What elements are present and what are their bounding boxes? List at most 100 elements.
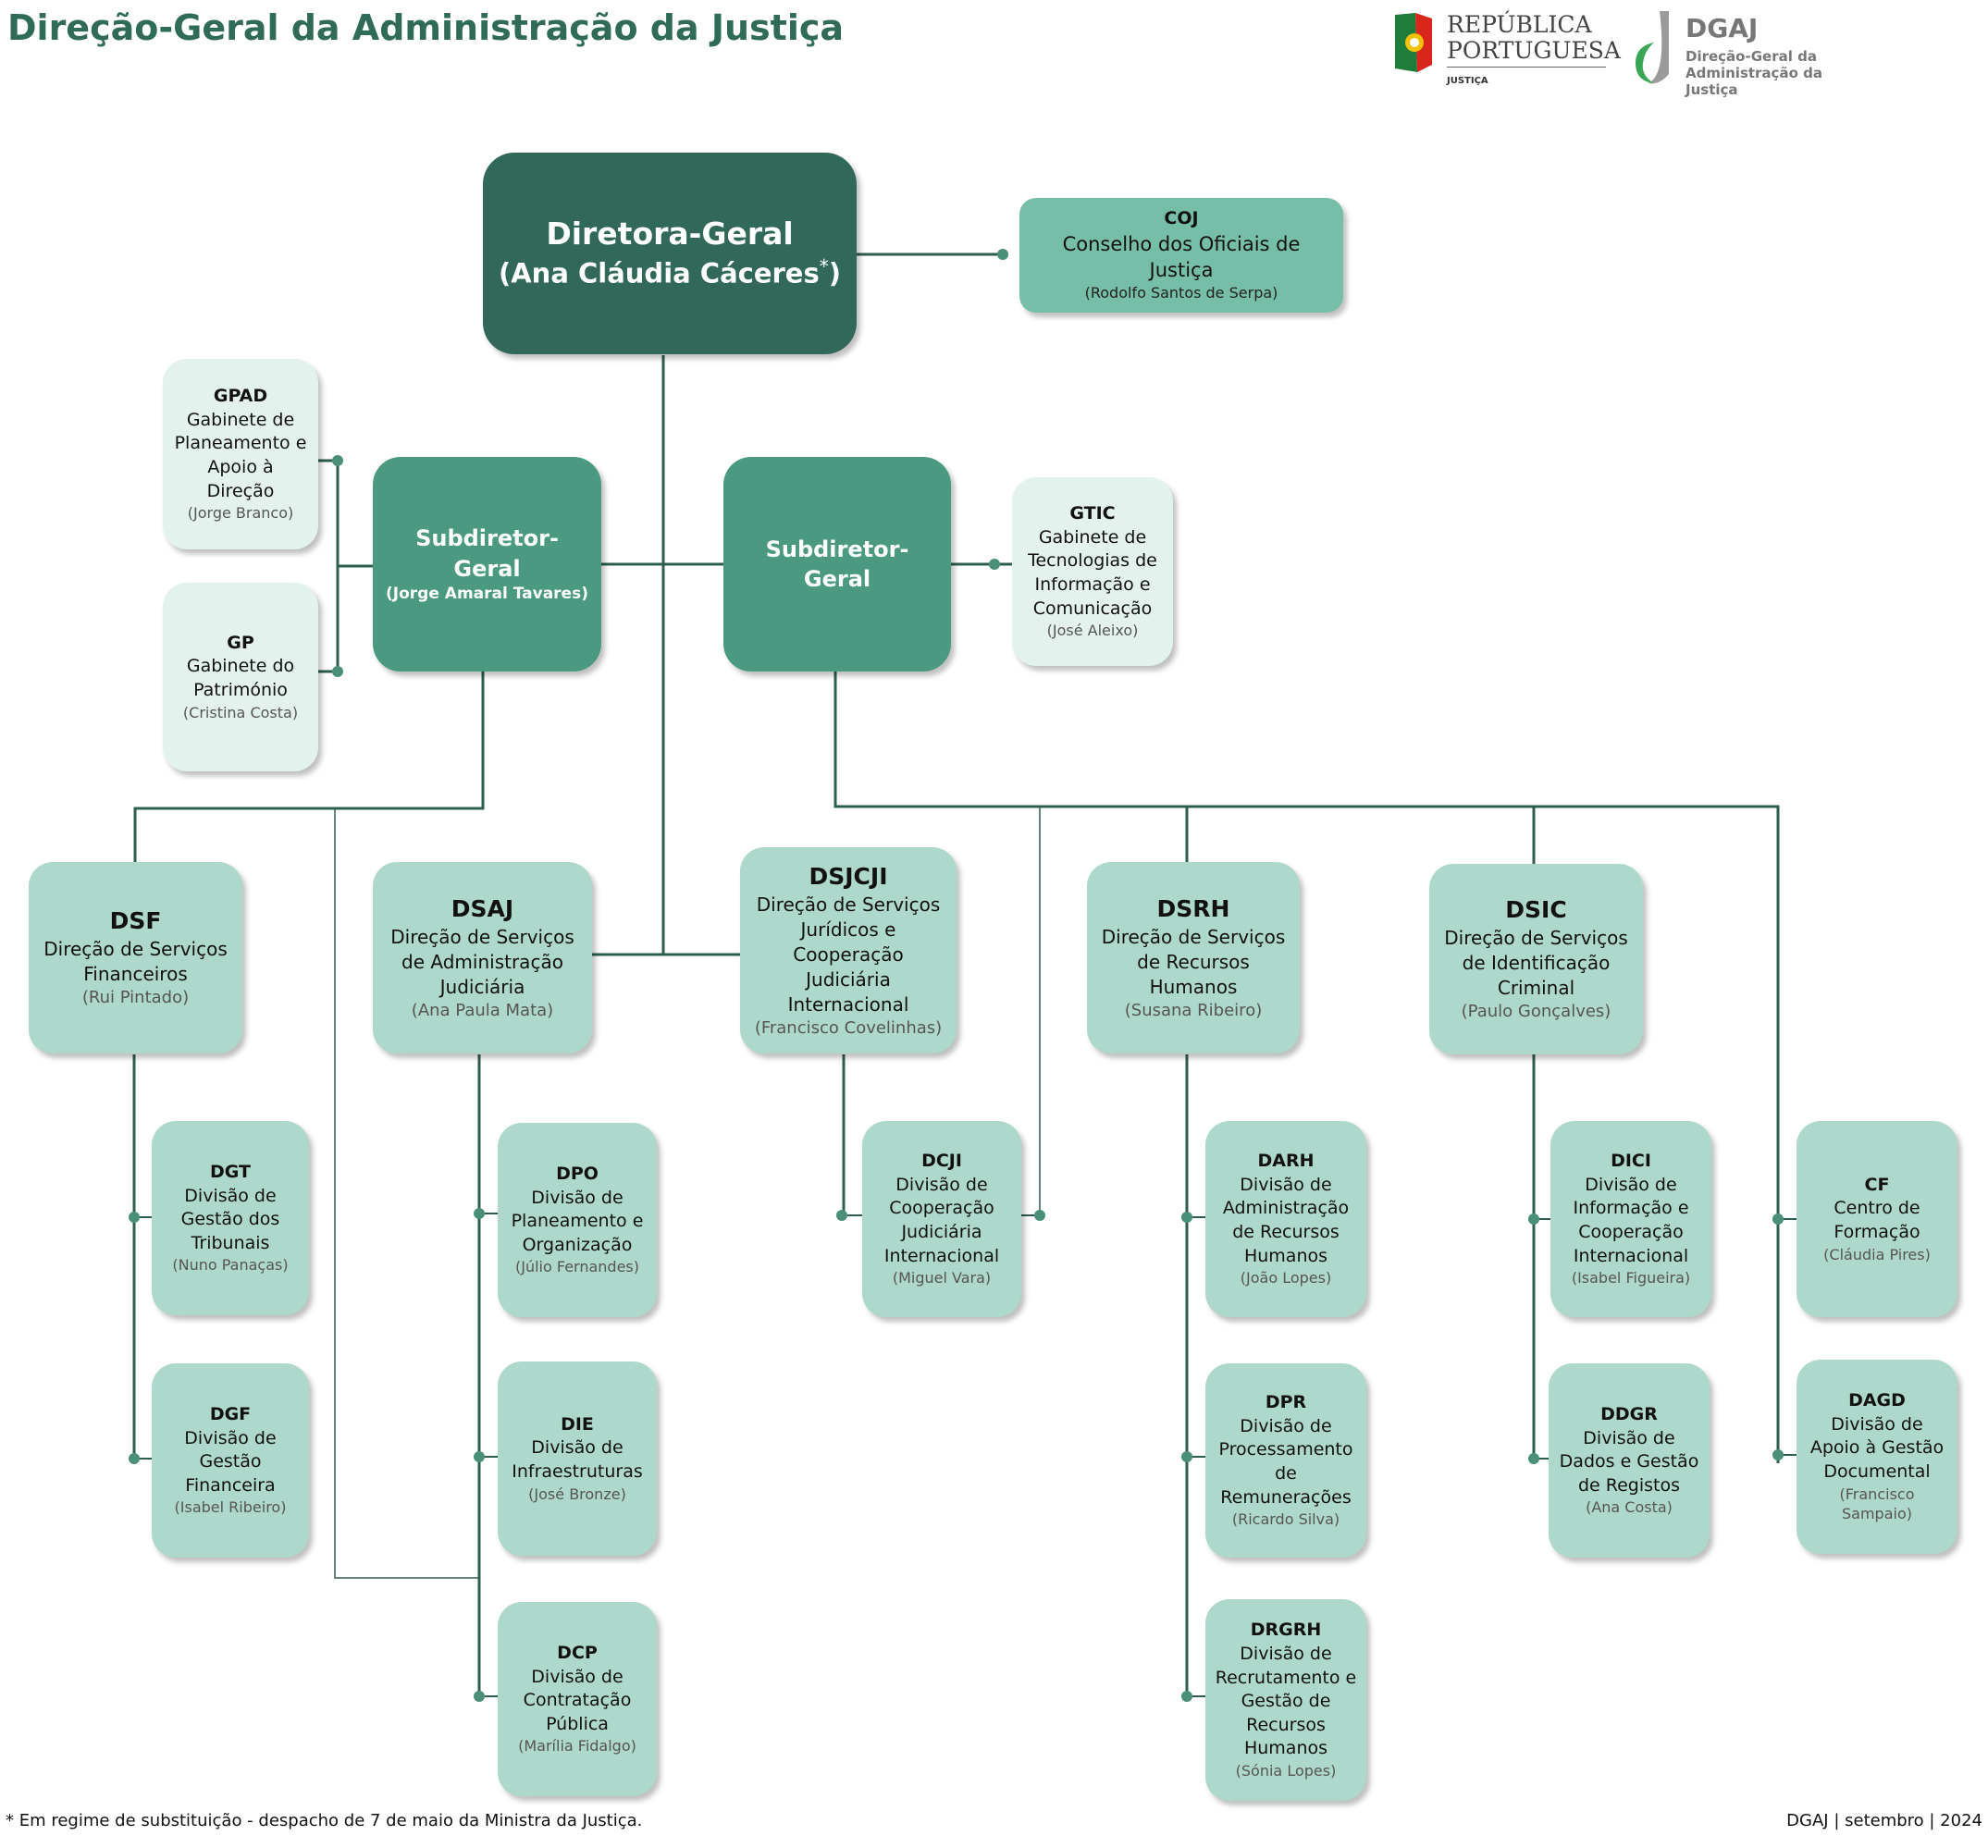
dsrh-person: (Susana Ribeiro)	[1124, 1000, 1263, 1020]
republica-line1: REPÚBLICA	[1447, 11, 1592, 38]
footer-note: * Em regime de substituição - despacho d…	[6, 1811, 643, 1830]
connector-sd1-dcp	[334, 808, 479, 1579]
subdirector-1-title: Subdiretor-Geral	[415, 525, 559, 582]
director-general-asterisk: *	[819, 255, 829, 278]
dgaj-line2: Administração da Justiça	[1685, 65, 1822, 98]
dot-dpo	[474, 1208, 485, 1219]
dsaj-person: (Ana Paula Mata)	[411, 1000, 554, 1020]
dsjcji-box: DSJCJI Direção de Serviços Jurídicos e C…	[740, 847, 957, 1053]
dpo-person: (Júlio Fernandes)	[515, 1258, 639, 1276]
dot-drgrh	[1181, 1691, 1192, 1702]
gpad-name: Gabinete de Planeamento e Apoio à Direçã…	[174, 409, 307, 501]
dpo-name: Divisão de Planeamento e Organização	[511, 1187, 644, 1255]
thin-connector-lines	[334, 807, 1041, 1579]
dgf-box: DGF Divisão de Gestão Financeira (Isabel…	[152, 1363, 309, 1558]
cf-abbr: CF	[1864, 1174, 1890, 1195]
dsjcji-name: Direção de Serviços Jurídicos e Cooperaç…	[756, 893, 941, 1016]
republica-line2: PORTUGUESA	[1447, 37, 1621, 64]
drgrh-name: Divisão de Recrutamento e Gestão de Recu…	[1215, 1643, 1357, 1759]
dsic-box: DSIC Direção de Serviços de Identificaçã…	[1429, 864, 1643, 1054]
director-general-person-close: )	[828, 257, 842, 290]
ddgr-person: (Ana Costa)	[1586, 1498, 1673, 1517]
director-general-title: Diretora-Geral	[546, 216, 794, 253]
dcji-person: (Miguel Vara)	[892, 1269, 992, 1287]
republica-divider	[1447, 67, 1606, 68]
dot-dgf	[129, 1453, 140, 1464]
drgrh-box: DRGRH Divisão de Recrutamento e Gestão d…	[1205, 1599, 1366, 1801]
dgf-name: Divisão de Gestão Financeira	[184, 1427, 277, 1496]
ddgr-abbr: DDGR	[1600, 1403, 1658, 1424]
subdirector-1-person: (Jorge Amaral Tavares)	[386, 584, 588, 603]
dgaj-emblem-icon	[1636, 11, 1669, 84]
dgaj-abbr: DGAJ	[1685, 13, 1759, 43]
gtic-name: Gabinete de Tecnologias de Informação e …	[1028, 526, 1157, 619]
dici-person: (Isabel Figueira)	[1571, 1269, 1691, 1287]
die-box: DIE Divisão de Infraestruturas (José Bro…	[498, 1361, 657, 1556]
director-general-person-name: (Ana Cláudia Cáceres	[498, 257, 820, 290]
dot-dcji-right	[1034, 1210, 1045, 1221]
dcp-name: Divisão de Contratação Pública	[523, 1666, 632, 1734]
dot-gtic	[989, 559, 1000, 570]
dgt-abbr: DGT	[210, 1161, 251, 1182]
gp-name: Gabinete do Património	[186, 656, 295, 701]
dici-name: Divisão de Informação e Cooperação Inter…	[1573, 1174, 1689, 1266]
coj-abbr: COJ	[1164, 208, 1199, 229]
dsrh-box: DSRH Direção de Serviços de Recursos Hum…	[1087, 862, 1300, 1053]
darh-box: DARH Divisão de Administração de Recurso…	[1205, 1121, 1366, 1317]
subdirector-2-box: Subdiretor-Geral	[723, 457, 951, 671]
gp-abbr: GP	[227, 632, 254, 653]
dagd-abbr: DAGD	[1848, 1390, 1906, 1411]
gp-person: (Cristina Costa)	[182, 703, 299, 721]
cf-person: (Cláudia Pires)	[1823, 1245, 1931, 1263]
dsf-box: DSF Direção de Serviços Financeiros (Rui…	[29, 862, 242, 1053]
republica-portuguesa-logo: REPÚBLICA PORTUGUESA JUSTIÇA	[1389, 9, 1621, 92]
connector-sd2-dsic	[833, 671, 1780, 1463]
darh-person: (João Lopes)	[1240, 1269, 1332, 1287]
dot-dcp	[474, 1691, 485, 1702]
dcp-box: DCP Divisão de Contratação Pública (Marí…	[498, 1602, 657, 1796]
ddgr-name: Divisão de Dados e Gestão de Registos	[1559, 1427, 1699, 1496]
gpad-abbr: GPAD	[213, 386, 268, 407]
director-general-person: (Ana Cláudia Cáceres*)	[499, 254, 841, 291]
dpo-box: DPO Divisão de Planeamento e Organização…	[498, 1123, 657, 1317]
dpr-name: Divisão de Processamento de Remunerações	[1218, 1415, 1353, 1508]
dagd-name: Divisão de Apoio à Gestão Documental	[1809, 1413, 1945, 1483]
dot-dpr	[1181, 1451, 1192, 1462]
dot-gpad	[332, 455, 343, 466]
dgaj-logo: DGAJ Direção-Geral da Administração da J…	[1632, 9, 1872, 98]
dot-darh	[1181, 1212, 1192, 1223]
dici-box: DICI Divisão de Informação e Cooperação …	[1550, 1121, 1711, 1317]
dsf-name: Direção de Serviços Financeiros	[43, 938, 228, 986]
director-general-box: Diretora-Geral (Ana Cláudia Cáceres*)	[483, 153, 857, 354]
dgt-box: DGT Divisão de Gestão dos Tribunais (Nun…	[152, 1121, 309, 1315]
connector-dots	[129, 249, 1784, 1702]
subdirector-1-box: Subdiretor-Geral (Jorge Amaral Tavares)	[373, 457, 601, 671]
gtic-abbr: GTIC	[1069, 503, 1116, 524]
dsic-person: (Paulo Gonçalves)	[1461, 1002, 1611, 1022]
dsic-name: Direção de Serviços de Identificação Cri…	[1444, 927, 1628, 1000]
coj-person: (Rodolfo Santos de Serpa)	[1084, 284, 1278, 302]
dsjcji-abbr: DSJCJI	[809, 862, 888, 890]
dot-dagd	[1772, 1449, 1784, 1460]
dot-dici	[1528, 1214, 1539, 1225]
gp-box: GP Gabinete do Património (Cristina Cost…	[163, 583, 318, 771]
dsjcji-person: (Francisco Covelinhas)	[754, 1017, 943, 1038]
dsaj-abbr: DSAJ	[451, 894, 514, 922]
dot-cf	[1772, 1214, 1784, 1225]
connector-lines	[132, 253, 1780, 1696]
dcp-abbr: DCP	[557, 1642, 598, 1663]
dpr-box: DPR Divisão de Processamento de Remunera…	[1205, 1363, 1366, 1558]
page-title: Direção-Geral da Administração da Justiç…	[7, 7, 845, 48]
gpad-box: GPAD Gabinete de Planeamento e Apoio à D…	[163, 359, 318, 549]
dsf-person: (Rui Pintado)	[81, 988, 190, 1008]
dot-dcji-left	[836, 1210, 847, 1221]
gpad-person: (Jorge Branco)	[187, 504, 294, 523]
die-person: (José Bronze)	[528, 1485, 626, 1503]
gtic-box: GTIC Gabinete de Tecnologias de Informaç…	[1012, 477, 1173, 666]
coj-name: Conselho dos Oficiais de Justiça	[1062, 232, 1301, 282]
darh-abbr: DARH	[1257, 1151, 1315, 1172]
dsic-abbr: DSIC	[1505, 896, 1567, 924]
coj-box: COJ Conselho dos Oficiais de Justiça (Ro…	[1019, 198, 1343, 313]
dcji-abbr: DCJI	[921, 1151, 962, 1172]
